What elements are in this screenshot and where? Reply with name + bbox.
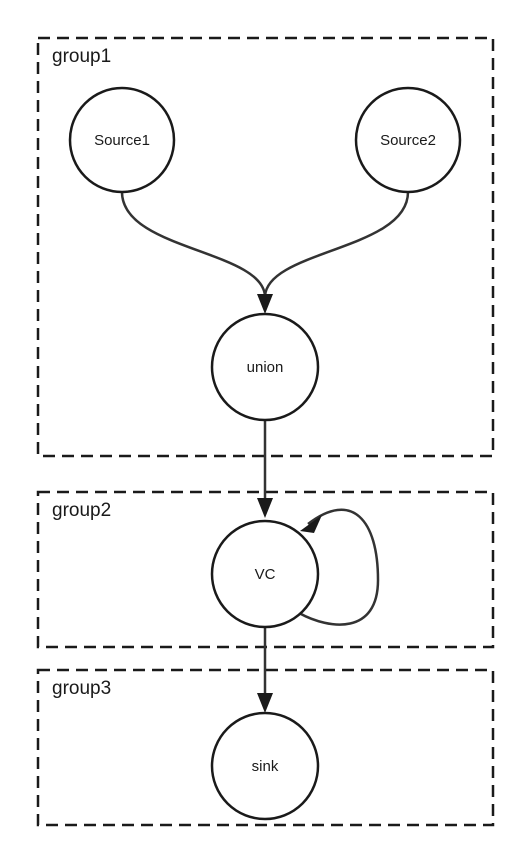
node-label-source2: Source2 (380, 132, 436, 149)
node-sink[interactable] (210, 711, 320, 821)
node-source2[interactable] (354, 86, 462, 194)
group-label-group3: group3 (52, 678, 111, 699)
group-label-group2: group2 (52, 500, 111, 521)
node-source1[interactable] (68, 86, 176, 194)
node-union[interactable] (210, 312, 320, 422)
edge-vc-self-loop (298, 508, 380, 626)
arrow-head-vc (257, 498, 273, 518)
group-box-group3 (36, 668, 495, 827)
node-label-source1: Source1 (94, 132, 150, 149)
node-vc[interactable] (210, 519, 320, 629)
edge-source1-union (120, 191, 267, 297)
node-label-vc: VC (255, 566, 276, 583)
arrow-head-sink (257, 693, 273, 713)
edge-source2-union (263, 191, 410, 297)
arrow-head-union (257, 294, 273, 314)
arrow-head-self-loop (300, 515, 322, 533)
node-label-union: union (247, 359, 284, 376)
group-label-group1: group1 (52, 46, 111, 67)
node-label-sink: sink (252, 758, 279, 775)
